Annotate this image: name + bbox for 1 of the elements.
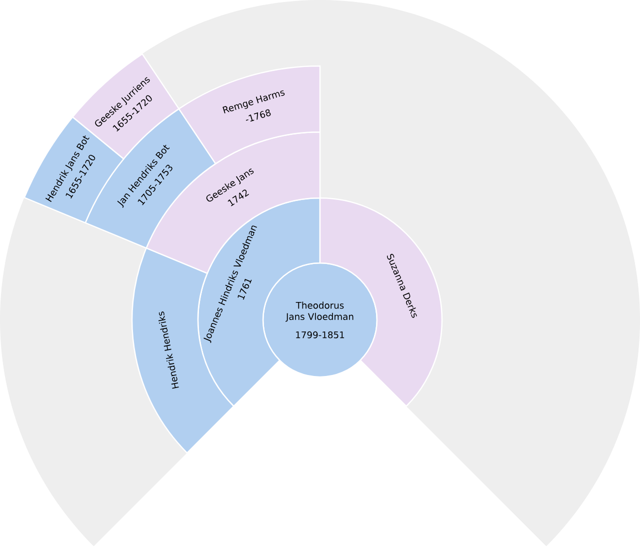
fan-segment: Remge Harms -1768 <box>178 65 321 164</box>
